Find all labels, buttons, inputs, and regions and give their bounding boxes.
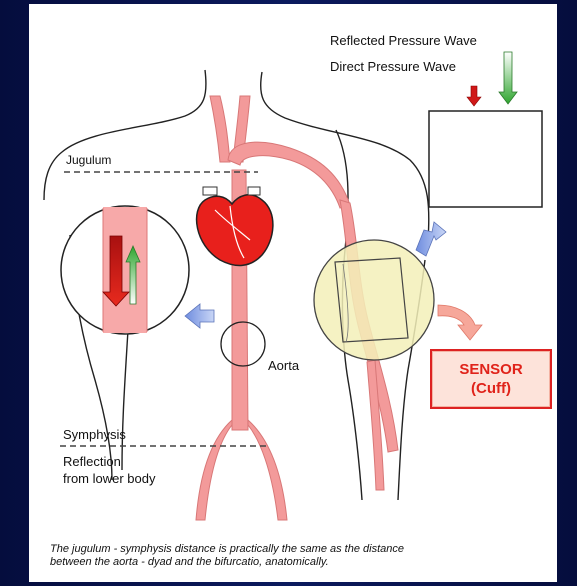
direct-wave-label: Direct Pressure Wave	[330, 59, 456, 74]
down-arrow-icon	[467, 86, 481, 106]
cuff-zone	[314, 240, 434, 360]
waveform-display-box	[429, 111, 542, 207]
sensor-title: SENSOR	[459, 360, 522, 379]
reflection-label-line1: Reflection	[63, 454, 121, 469]
sensor-cuff-box: SENSOR (Cuff)	[430, 349, 552, 409]
down-arrow-icon	[499, 52, 517, 104]
caption-line-1: The jugulum - symphysis distance is prac…	[50, 543, 520, 556]
sensor-subtitle: (Cuff)	[471, 379, 511, 398]
magnified-vessel	[61, 206, 189, 334]
aorta-label: Aorta	[268, 358, 299, 373]
caption: The jugulum - symphysis distance is prac…	[50, 543, 520, 569]
reflection-label-line2: from lower body	[63, 471, 155, 486]
curved-arrow-icon	[438, 305, 482, 340]
reflected-wave-label: Reflected Pressure Wave	[330, 33, 477, 48]
jugulum-label: Jugulum	[66, 153, 111, 167]
symphysis-label: Symphysis	[63, 427, 126, 442]
caption-line-2: between the aorta - dyad and the bifurca…	[50, 556, 520, 569]
